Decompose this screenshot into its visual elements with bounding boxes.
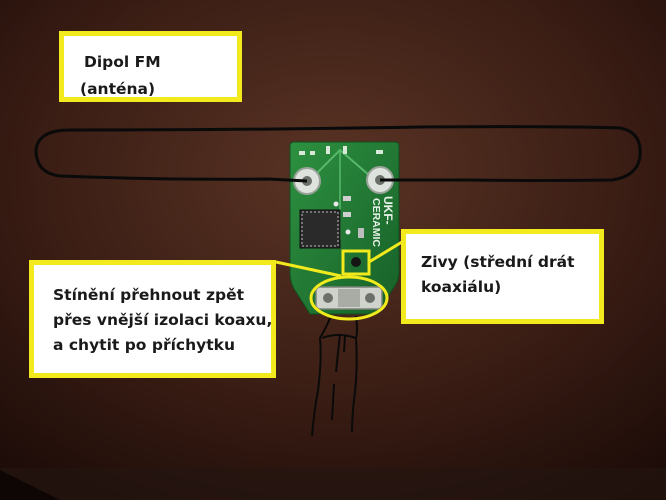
shield-pointer-line: [275, 260, 342, 278]
amplifier-chip: [299, 209, 341, 249]
shield-label-line-1: Stínění přehnout zpět: [53, 286, 245, 304]
core-label-line-1: Zivy (střední drát: [421, 253, 575, 271]
shield-label-line-2: přes vnější izolaci koaxu,: [53, 311, 273, 329]
pcb-marking-ceramic: CERAMIC: [370, 198, 382, 247]
dipole-loop: [34, 125, 642, 183]
table-edge: [0, 468, 666, 500]
shield-highlight: [309, 275, 389, 321]
core-highlight: [341, 249, 371, 276]
antenna-label-line-1: Dipol FM: [84, 53, 161, 71]
core-wire-label-box: Zivy (střední drát koaxiálu): [401, 229, 604, 324]
shield-label-box: Stínění přehnout zpět přes vnější izolac…: [29, 260, 276, 378]
pcb-marking-model: UKF-: [381, 196, 395, 225]
antenna-label-box: Dipol FM (anténa): [59, 31, 242, 102]
core-label-line-2: koaxiálu): [421, 278, 502, 296]
coax-cable: [311, 315, 358, 437]
core-pointer-line: [368, 240, 403, 264]
table-corner: [0, 470, 60, 500]
shield-label-line-3: a chytit po příchytku: [53, 336, 235, 354]
antenna-label-line-2: (anténa): [80, 80, 156, 98]
